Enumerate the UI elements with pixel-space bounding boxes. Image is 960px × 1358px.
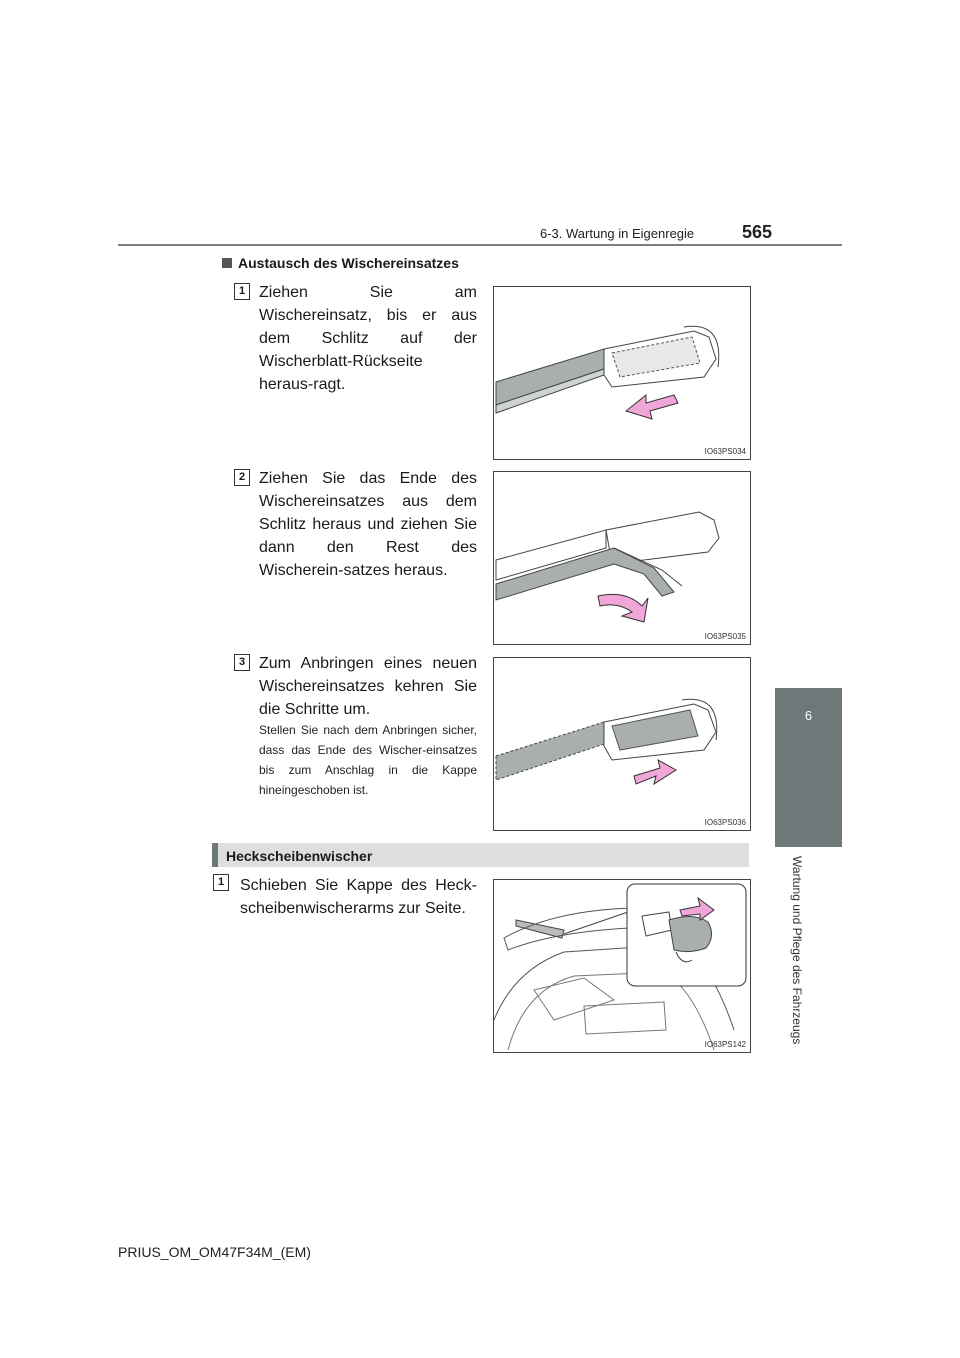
chapter-number: 6 xyxy=(804,708,813,723)
square-bullet-icon xyxy=(222,258,232,268)
figure-step-1: IO63PS034 xyxy=(493,286,751,460)
document-code: PRIUS_OM_OM47F34M_(EM) xyxy=(118,1244,311,1260)
step-2-text: Ziehen Sie das Ende des Wischereinsatzes… xyxy=(259,470,477,579)
section-heading-bar: Heckscheibenwischer xyxy=(212,843,749,867)
figure-code-1: IO63PS034 xyxy=(704,447,746,456)
header-rule xyxy=(118,244,842,246)
figure-code-rear-1: IO63PS142 xyxy=(704,1040,746,1049)
chapter-tab xyxy=(775,688,842,847)
step-number-2: 2 xyxy=(234,469,250,486)
step-number-3: 3 xyxy=(234,654,250,671)
figure-rear-step-1: IO63PS142 xyxy=(493,879,751,1053)
wiper-insert-install-illustration xyxy=(495,698,718,786)
figure-step-2: IO63PS035 xyxy=(493,471,751,645)
figure-step-3: IO63PS036 xyxy=(493,657,751,831)
section-bar-edge xyxy=(212,843,218,867)
chapter-title-vertical: Wartung und Pflege des Fahrzeugs xyxy=(788,856,808,1106)
subheading-text: Austausch des Wischereinsatzes xyxy=(238,255,459,271)
figure-code-3: IO63PS036 xyxy=(704,818,746,827)
section-header: 6-3. Wartung in Eigenregie xyxy=(540,226,695,241)
step-number-1: 1 xyxy=(234,283,250,300)
page-number: 565 xyxy=(742,222,773,242)
rear-wiper-cap-illustration xyxy=(494,883,747,1051)
chapter-title: Wartung und Pflege des Fahrzeugs xyxy=(790,856,804,1045)
step-1-text: Ziehen Sie am Wischereinsatz, bis er aus… xyxy=(259,284,477,393)
subheading: Austausch des Wischereinsatzes xyxy=(222,255,459,271)
step-3-note: Stellen Sie nach dem Anbringen sicher, d… xyxy=(259,723,477,797)
figure-code-2: IO63PS035 xyxy=(704,632,746,641)
step-3-text: Zum Anbringen eines neuen Wischereinsatz… xyxy=(259,655,477,718)
rear-step-number-1: 1 xyxy=(213,874,229,891)
section-heading: Heckscheibenwischer xyxy=(226,848,373,864)
wiper-insert-remove-illustration xyxy=(495,511,720,623)
rear-step-1-text: Schieben Sie Kappe des Heck-scheibenwisc… xyxy=(240,877,477,917)
wiper-blade-pull-illustration xyxy=(495,325,720,420)
